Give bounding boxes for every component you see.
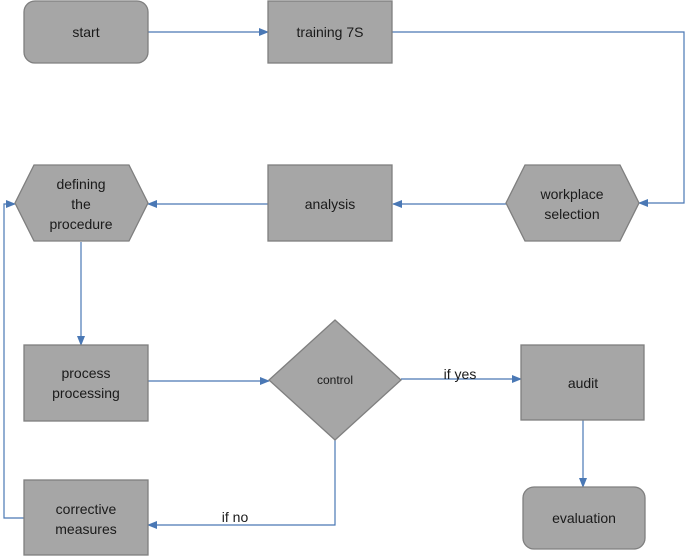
node-corrective-line-1: corrective (56, 501, 117, 517)
node-analysis: analysis (267, 164, 393, 242)
node-evaluation: evaluation (522, 486, 646, 550)
node-control-label: control (317, 373, 353, 387)
node-defining: defining the procedure (14, 164, 149, 242)
node-audit-label: audit (568, 375, 598, 391)
node-analysis-label: analysis (305, 196, 356, 212)
node-control: control (268, 319, 402, 441)
node-defining-line-3: procedure (49, 216, 112, 232)
node-defining-line-2: the (71, 196, 91, 212)
edges (3, 28, 685, 529)
edge-corrective-defining (3, 200, 24, 519)
node-audit: audit (520, 344, 645, 421)
node-corrective-line-2: measures (55, 521, 116, 537)
node-process-line-1: process (61, 365, 110, 381)
node-process: process processing (23, 344, 149, 422)
node-evaluation-label: evaluation (552, 510, 616, 526)
node-process-line-2: processing (52, 385, 120, 401)
node-start-label: start (72, 24, 99, 40)
edge-label-if-yes: if yes (444, 366, 477, 382)
node-workplace-line-2: selection (544, 206, 599, 222)
edge-label-if-no: if no (222, 509, 249, 525)
node-defining-line-1: defining (56, 176, 105, 192)
node-workplace-line-1: workplace (539, 186, 603, 202)
node-training-label: training 7S (297, 24, 364, 40)
node-corrective: corrective measures (23, 479, 149, 556)
edge-training-workplace (392, 31, 685, 207)
node-training: training 7S (267, 0, 393, 64)
edge-control-corrective (147, 440, 336, 529)
node-start: start (23, 0, 149, 64)
node-workplace: workplace selection (505, 164, 640, 242)
